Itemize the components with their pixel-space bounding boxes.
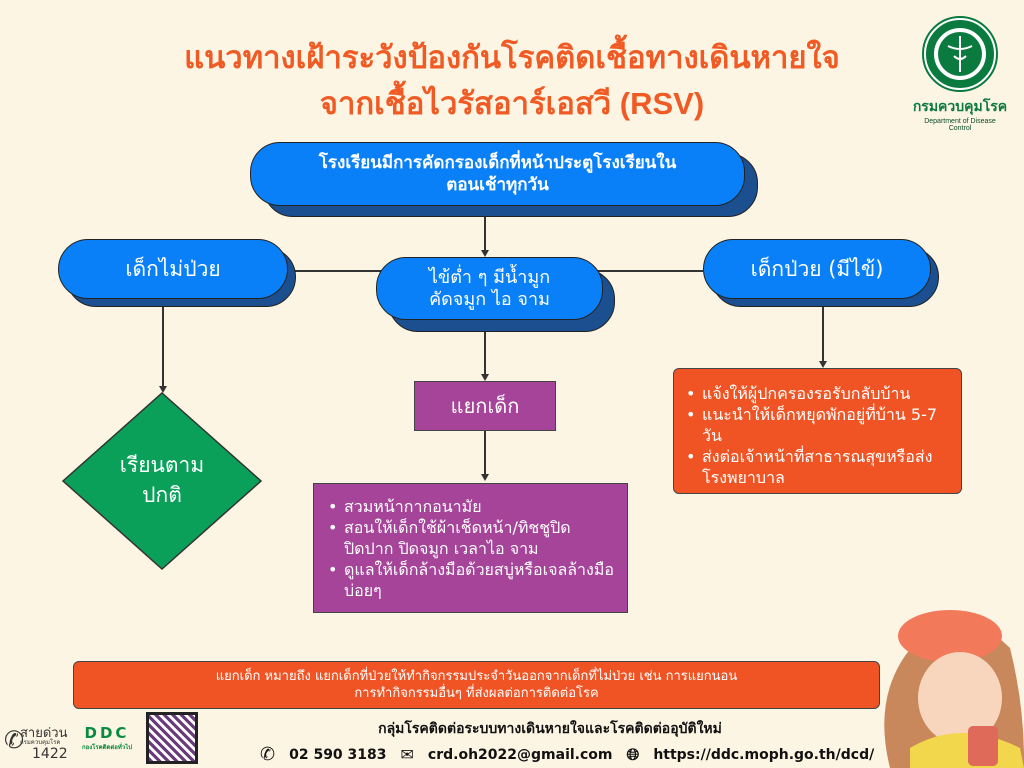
- arrow-icon: [481, 474, 489, 481]
- arrow-icon: [159, 386, 167, 393]
- logo-name-th: กรมควบคุมโรค: [912, 98, 1008, 114]
- ddc-badge: DDC กองโรคติดต่อทั่วไป: [76, 724, 138, 752]
- list-item: แนะนำให้เด็กหยุดพักอยู่ที่บ้าน 5-7 วัน: [680, 404, 955, 446]
- page-title-line2: จากเชื้อไวรัสอาร์เอสวี (RSV): [319, 86, 705, 121]
- arrow-icon: [481, 374, 489, 381]
- ddc-text: DDC: [84, 724, 130, 742]
- screening-box: โรงเรียนมีการคัดกรองเด็กที่หน้าประตูโรงเ…: [250, 142, 745, 206]
- arrow-icon: [481, 250, 489, 257]
- qr-code[interactable]: [146, 712, 198, 764]
- girl-illustration: [884, 610, 1024, 768]
- logo-name-en: Department of Disease Control: [924, 118, 996, 132]
- note-line1: แยกเด็ก หมายถึง แยกเด็กที่ป่วยให้ทำกิจกร…: [215, 669, 738, 684]
- connector: [162, 300, 164, 388]
- definition-note: แยกเด็ก หมายถึง แยกเด็กที่ป่วยให้ทำกิจกร…: [73, 661, 880, 709]
- email-link[interactable]: crd.oh2022@gmail.com: [427, 746, 613, 763]
- sick-box: เด็กป่วย (มีไข้): [703, 239, 931, 299]
- hotline-sub: กรมควบคุมโรค: [20, 739, 61, 746]
- ddc-sub: กองโรคติดต่อทั่วไป: [81, 744, 133, 751]
- mail-icon: ✉: [400, 745, 414, 764]
- not-sick-box: เด็กไม่ป่วย: [58, 239, 288, 299]
- mild-line2: คัดจมูก ไอ จาม: [429, 288, 550, 310]
- globe-icon: 🌐︎: [626, 744, 640, 764]
- phone-icon: ✆: [260, 744, 276, 765]
- group-name: กลุ่มโรคติดต่อระบบทางเดินหายใจและโรคติดต…: [378, 721, 722, 737]
- separate-actions-box: สวมหน้ากากอนามัยสอนให้เด็กใช้ผ้าเช็ดหน้า…: [313, 483, 628, 613]
- phone-icon: ✆: [4, 726, 25, 754]
- connector: [484, 431, 486, 475]
- normal-study-line1: เรียนตาม: [119, 453, 205, 477]
- connector: [822, 300, 824, 362]
- website-link[interactable]: https://ddc.moph.go.th/dcd/: [653, 746, 875, 763]
- mild-symptoms-box: ไข้ต่ำ ๆ มีน้ำมูก คัดจมูก ไอ จาม: [376, 257, 603, 320]
- list-item: ส่งต่อเจ้าหน้าที่สาธารณสุขหรือส่งโรงพยาบ…: [680, 446, 955, 488]
- hotline-label: สายด่วน: [20, 726, 68, 741]
- note-line2: การทำกิจกรรมอื่นๆ ที่ส่งผลต่อการติดต่อโร…: [354, 686, 599, 701]
- phone-number[interactable]: 02 590 3183: [289, 746, 387, 763]
- list-item: ดูแลให้เด็กล้างมือด้วยสบู่หรือเจลล้างมือ…: [322, 559, 619, 601]
- mild-line1: ไข้ต่ำ ๆ มีน้ำมูก: [428, 266, 551, 288]
- page-title-line1: แนวทางเฝ้าระวังป้องกันโรคติดเชื้อทางเดิน…: [184, 40, 840, 75]
- ddc-logo: กรมควบคุมโรค Department of Disease Contr…: [912, 16, 1008, 132]
- normal-study-line2: ปกติ: [142, 483, 182, 507]
- arrow-icon: [819, 361, 827, 368]
- list-item: สวมหน้ากากอนามัย: [322, 496, 619, 517]
- ministry-seal-icon: [922, 16, 998, 92]
- sick-actions-box: แจ้งให้ผู้ปกครองรอรับกลับบ้านแนะนำให้เด็…: [673, 368, 962, 494]
- hotline: ✆ สายด่วน กรมควบคุมโรค 1422: [4, 722, 70, 764]
- normal-study-diamond: [62, 392, 262, 570]
- hotline-number: 1422: [32, 746, 68, 762]
- list-item: สอนให้เด็กใช้ผ้าเช็ดหน้า/ทิชชูปิดปิดปาก …: [322, 517, 619, 559]
- connector: [484, 206, 486, 252]
- list-item: แจ้งให้ผู้ปกครองรอรับกลับบ้าน: [680, 383, 955, 404]
- normal-study-text: เรียนตาม ปกติ: [62, 450, 262, 510]
- connector: [484, 332, 486, 376]
- separate-box: แยกเด็ก: [414, 381, 556, 431]
